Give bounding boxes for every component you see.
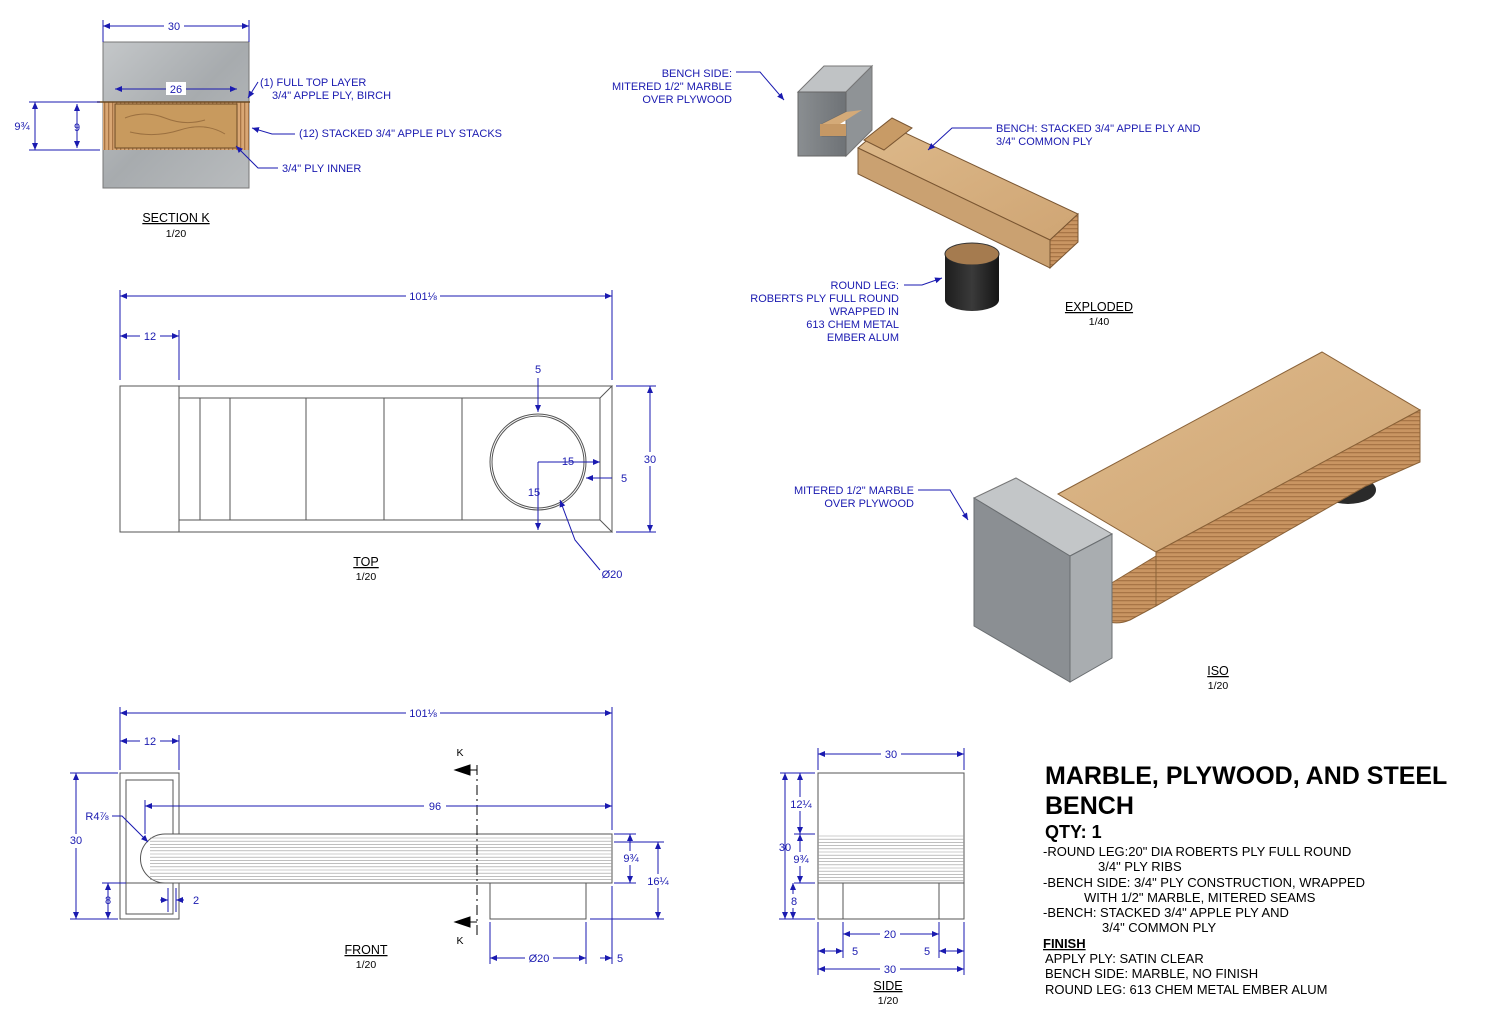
exploded-note-bench-1: BENCH: STACKED 3/4" APPLE PLY AND xyxy=(996,123,1200,135)
sec-inner-dim: 26 xyxy=(170,84,182,96)
section-ply-grain xyxy=(124,113,226,136)
sec-h-outer-dim: 9¾ xyxy=(14,121,30,133)
spec-line-3: -BENCH SIDE: 3/4" PLY CONSTRUCTION, WRAP… xyxy=(1043,875,1365,890)
section-ply-inner xyxy=(114,103,238,149)
spec-line-5: -BENCH: STACKED 3/4" APPLE PLY AND xyxy=(1043,905,1289,920)
exploded-note-leg-4: 613 CHEM METAL xyxy=(806,319,899,331)
side-leg-w-dim: 20 xyxy=(884,929,896,941)
section-k-view: 30 26 9¾ 9 (1) FULL TOP LAYER 3/4" APPLE… xyxy=(14,19,502,240)
finish-item-3: ROUND LEG: 613 CHEM METAL EMBER ALUM xyxy=(1045,982,1327,997)
section-note-stacks: (12) STACKED 3/4" APPLE PLY STACKS xyxy=(299,128,502,140)
side-outline xyxy=(817,772,965,920)
finish-item-2: BENCH SIDE: MARBLE, NO FINISH xyxy=(1045,966,1258,981)
front-leg xyxy=(489,882,587,920)
front-bench-h-dim: 9¾ xyxy=(623,853,639,865)
exploded-note-leg-2: ROBERTS PLY FULL ROUND xyxy=(750,293,899,305)
iso-view-scale: 1/20 xyxy=(1208,680,1229,692)
section-note-inner: 3/4" PLY INNER xyxy=(282,163,361,175)
title-line-2: BENCH xyxy=(1045,792,1134,820)
top-leg-edge-dim: 5 xyxy=(621,473,627,485)
front-height-dim: 30 xyxy=(70,835,82,847)
exploded-note-leg-1: ROUND LEG: xyxy=(831,280,899,292)
exploded-note-leg-5: EMBER ALUM xyxy=(827,332,899,344)
iso-view-label: ISO xyxy=(1207,664,1229,678)
top-overall-dim: 101⅛ xyxy=(409,291,437,303)
front-view-scale: 1/20 xyxy=(356,959,377,971)
top-view: 101⅛ 12 30 5 15 15 5 Ø20 TOP 1/20 xyxy=(119,289,659,583)
exploded-view: BENCH SIDE: MITERED 1/2" MARBLE OVER PLY… xyxy=(612,64,1200,344)
exploded-note-leg-3: WRAPPED IN xyxy=(829,306,899,318)
finish-item-1: APPLY PLY: SATIN CLEAR xyxy=(1045,951,1204,966)
side-width-dim: 30 xyxy=(885,749,897,761)
side-leg-dim: 8 xyxy=(791,896,797,908)
section-note-top-layer-1: (1) FULL TOP LAYER xyxy=(260,77,366,89)
side-off-r-dim: 5 xyxy=(924,946,930,958)
section-view-scale: 1/20 xyxy=(166,228,187,240)
exploded-leg xyxy=(945,254,999,311)
title-block: MARBLE, PLYWOOD, AND STEEL BENCH QTY: 1 … xyxy=(1043,762,1447,997)
iso-note-1: MITERED 1/2" MARBLE xyxy=(794,485,914,497)
front-bench-ribs xyxy=(150,837,612,880)
front-bench-body xyxy=(140,833,613,884)
exploded-note-side-2: MITERED 1/2" MARBLE xyxy=(612,81,732,93)
sec-width-dim: 30 xyxy=(168,21,180,33)
top-leg-dia-dim: Ø20 xyxy=(602,569,623,581)
title-line-1: MARBLE, PLYWOOD, AND STEEL xyxy=(1045,762,1447,790)
front-leg-h-dim: 8 xyxy=(105,895,111,907)
sec-h-inner-dim: 9 xyxy=(74,122,80,134)
front-leg-dia-dim: Ø20 xyxy=(529,953,550,965)
spec-line-6: 3/4" COMMON PLY xyxy=(1102,920,1217,935)
side-view-label: SIDE xyxy=(873,979,902,993)
front-leg-off-dim: 5 xyxy=(617,953,623,965)
front-radius-dim: R4⅞ xyxy=(85,811,109,823)
section-note-top-layer-2: 3/4" APPLE PLY, BIRCH xyxy=(272,90,391,102)
side-ribs xyxy=(818,835,964,882)
top-view-label: TOP xyxy=(353,555,378,569)
exploded-note-bench-2: 3/4" COMMON PLY xyxy=(996,136,1093,148)
exploded-note-side-3: OVER PLYWOOD xyxy=(642,94,732,106)
top-leg-y-dim: 15 xyxy=(528,487,540,499)
top-depth-dim: 30 xyxy=(644,454,656,466)
front-end-dim: 12 xyxy=(144,736,156,748)
top-end-dim: 12 xyxy=(144,331,156,343)
side-view-scale: 1/20 xyxy=(878,995,899,1007)
front-top-h-dim: 16¼ xyxy=(647,876,669,888)
section-view-label: SECTION K xyxy=(142,211,210,225)
front-gap-dim: 2 xyxy=(193,895,199,907)
spec-line-2: 3/4" PLY RIBS xyxy=(1098,859,1182,874)
side-top-dim: 12¼ xyxy=(790,799,812,811)
qty-label: QTY: 1 xyxy=(1045,822,1102,842)
side-total-dim: 30 xyxy=(779,842,791,854)
exploded-note-side-1: BENCH SIDE: xyxy=(662,68,732,80)
front-view: K K 101⅛ 12 96 R4⅞ 30 8 2 9¾ 16¼ xyxy=(67,706,672,971)
front-overall-dim: 101⅛ xyxy=(409,708,437,720)
spec-line-1: -ROUND LEG:20" DIA ROBERTS PLY FULL ROUN… xyxy=(1043,844,1351,859)
side-view: 30 12¼ 9¾ 30 8 20 5 5 30 SIDE 1/20 xyxy=(779,747,965,1007)
front-span-dim: 96 xyxy=(429,801,441,813)
exploded-view-scale: 1/40 xyxy=(1089,316,1110,328)
side-mid-dim: 9¾ xyxy=(793,854,809,866)
section-mark-top: K xyxy=(456,747,463,759)
iso-marble-side xyxy=(1069,533,1113,683)
iso-note-2: OVER PLYWOOD xyxy=(824,498,914,510)
top-view-scale: 1/20 xyxy=(356,571,377,583)
side-off-l-dim: 5 xyxy=(852,946,858,958)
side-bottom-dim: 30 xyxy=(884,964,896,976)
spec-line-4: WITH 1/2" MARBLE, MITERED SEAMS xyxy=(1084,890,1316,905)
exploded-leg-top xyxy=(944,242,1000,266)
iso-view: MITERED 1/2" MARBLE OVER PLYWOOD ISO 1/2… xyxy=(794,351,1422,692)
top-leg-x-dim: 15 xyxy=(562,456,574,468)
finish-heading: FINISH xyxy=(1043,936,1086,951)
front-view-label: FRONT xyxy=(344,943,387,957)
top-leg-off-dim: 5 xyxy=(535,364,541,376)
section-mark-bottom: K xyxy=(456,935,463,947)
exploded-view-label: EXPLODED xyxy=(1065,300,1133,314)
